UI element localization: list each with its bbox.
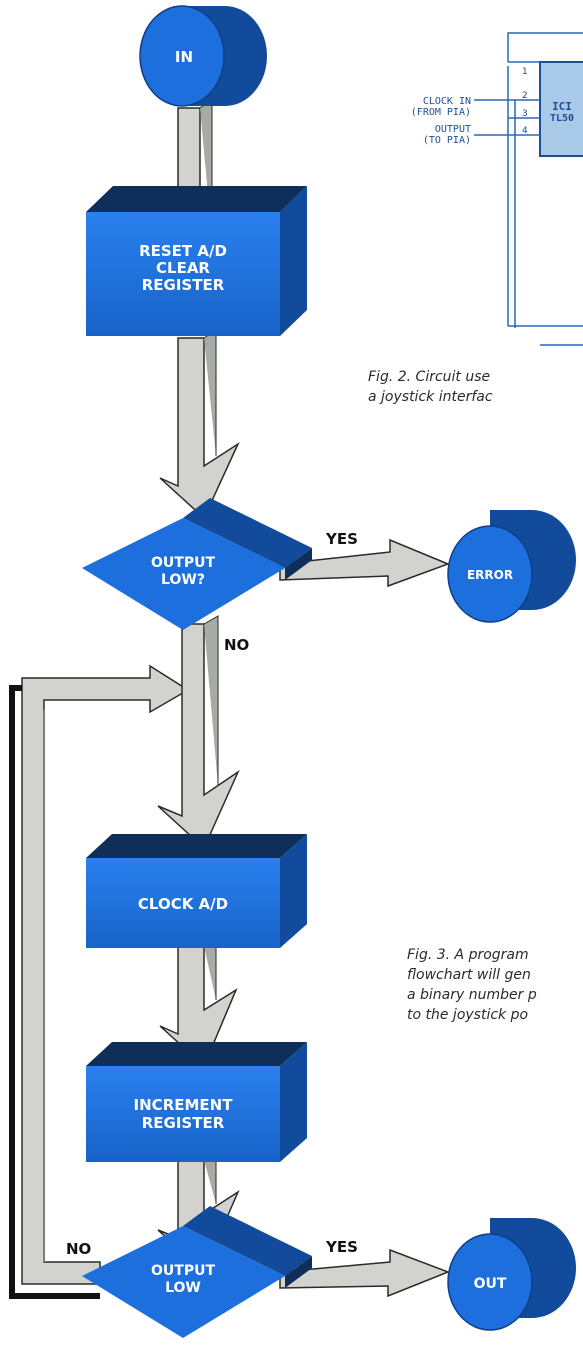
fig3-caption: Fig. 3. A program flowchart will gen a b… (407, 945, 537, 1025)
decision2-label-line2: LOW (165, 1280, 201, 1296)
clock-label: CLOCK A/D (138, 895, 228, 913)
end-label: OUT (474, 1276, 507, 1292)
decision1-no-label: NO (224, 636, 249, 654)
clock-in-label: CLOCK IN (423, 96, 471, 107)
pin-3-label: 3 (522, 109, 528, 119)
start-label: IN (175, 48, 193, 66)
arrow-reset-to-decision1 (159, 329, 240, 520)
fig3-caption-line4: to the joystick po (407, 1007, 529, 1023)
decision2-no-label: NO (66, 1240, 91, 1258)
error-label: ERROR (467, 568, 513, 582)
arrow-decision2-yes (279, 1248, 451, 1298)
fig2-caption: Fig. 2. Circuit use a joystick interfac (368, 367, 493, 407)
reset-process-box: RESET A/D CLEAR REGISTER (86, 186, 307, 336)
decision1-label-line1: OUTPUT (151, 555, 215, 571)
arrow-decision1-yes (279, 538, 451, 588)
end-terminal: OUT (447, 1218, 576, 1331)
reset-label-line2: CLEAR (156, 259, 210, 277)
decision1-yes-label: YES (325, 530, 358, 548)
decision2-label-line1: OUTPUT (151, 1263, 215, 1279)
increment-label-line2: REGISTER (142, 1114, 225, 1132)
increment-label-line1: INCREMENT (134, 1096, 234, 1114)
chip-label-line2: TL50 (550, 113, 574, 124)
output-destination: (TO PIA) (423, 135, 471, 146)
fig3-caption-line2: flowchart will gen (407, 967, 531, 983)
ic-chip (539, 61, 583, 157)
fig2-caption-line1: Fig. 2. Circuit use (368, 369, 491, 385)
start-terminal: IN (139, 5, 267, 107)
chip-label-line1: ICI (552, 100, 572, 113)
fig3-caption-line1: Fig. 3. A program (407, 947, 529, 963)
reset-label-line1: RESET A/D (139, 242, 227, 260)
pin-1-label: 1 (522, 67, 528, 77)
pin-4-label: 4 (522, 126, 528, 136)
arrow-decision1-to-clock (157, 615, 240, 850)
fig3-caption-line3: a binary number p (407, 987, 537, 1003)
clock-process-box: CLOCK A/D (86, 834, 307, 948)
error-terminal: ERROR (447, 510, 576, 623)
clock-in-source: (FROM PIA) (411, 107, 471, 118)
reset-label-line3: REGISTER (142, 276, 225, 294)
decision2-yes-label: YES (325, 1238, 358, 1256)
decision-output-low-question: OUTPUT LOW? YES NO (82, 498, 358, 654)
circuit-fragment: 1 2 3 4 ICI TL50 CLOCK IN (FROM PIA) OUT… (411, 32, 583, 346)
increment-process-box: INCREMENT REGISTER (86, 1042, 307, 1162)
output-label: OUTPUT (435, 124, 471, 135)
decision-output-low: OUTPUT LOW YES NO (66, 1206, 358, 1338)
loop-back-arrow (9, 664, 190, 1299)
pin-2-label: 2 (522, 91, 528, 101)
fig2-caption-line2: a joystick interfac (368, 389, 493, 405)
decision1-label-line2: LOW? (161, 572, 205, 588)
